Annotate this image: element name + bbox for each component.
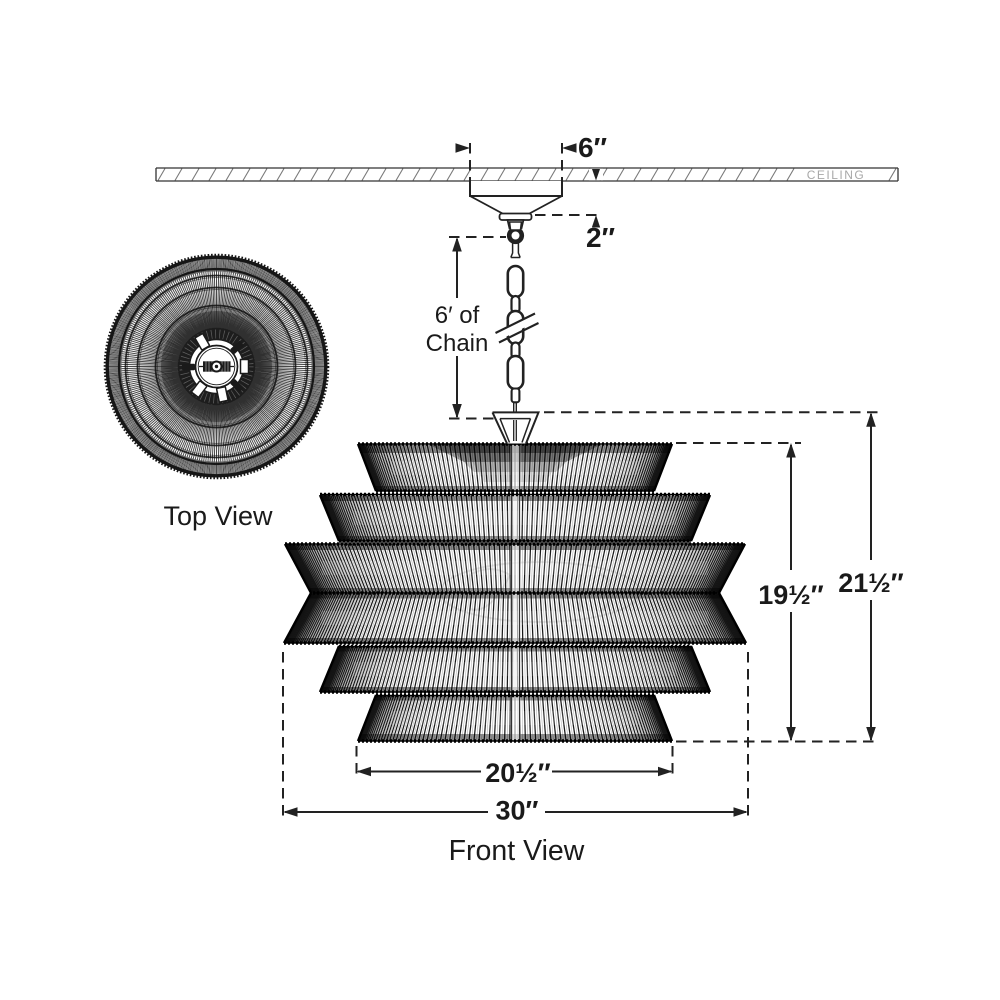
svg-text:Front View: Front View [449, 835, 585, 867]
svg-text:Top View: Top View [163, 501, 273, 531]
svg-text:20½″: 20½″ [485, 758, 551, 788]
svg-text:CEILING: CEILING [807, 168, 866, 182]
svg-text:19½″: 19½″ [758, 580, 824, 610]
svg-text:21½″: 21½″ [838, 568, 904, 598]
svg-text:30″: 30″ [496, 796, 539, 826]
svg-text:6′ of: 6′ of [435, 302, 480, 329]
svg-text:2″: 2″ [586, 222, 615, 253]
svg-text:Chain: Chain [426, 330, 489, 357]
svg-text:6″: 6″ [578, 132, 607, 163]
